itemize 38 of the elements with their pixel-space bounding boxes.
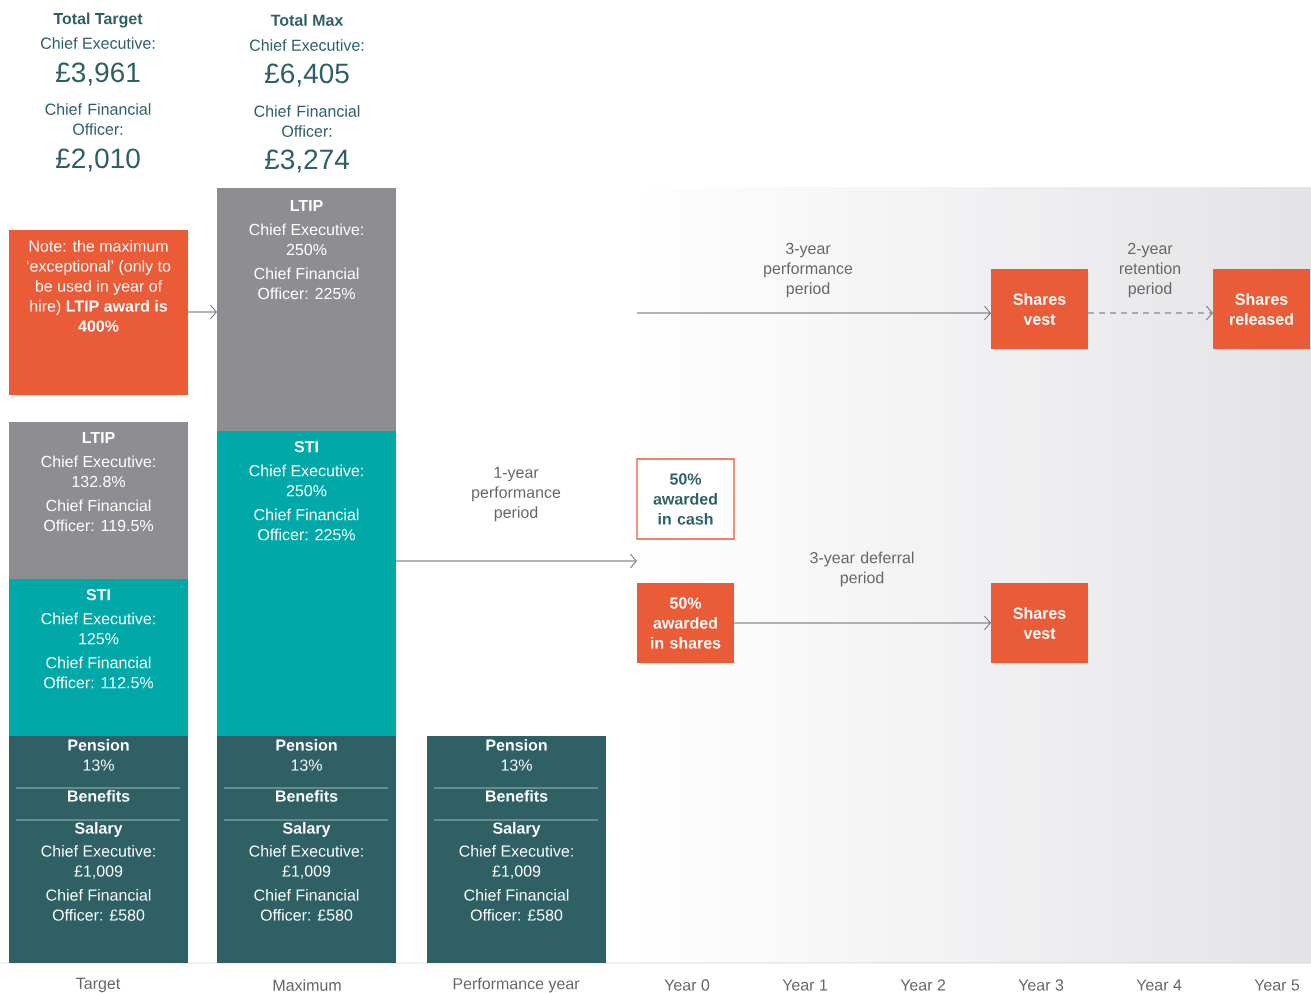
axis-label: Maximum xyxy=(273,979,341,991)
step-box: Shares released xyxy=(1213,269,1310,349)
step-box: 50% awarded in shares xyxy=(637,583,734,663)
step-box: Shares vest xyxy=(991,583,1088,663)
bar-segment: STI Chief Executive: 125% Chief Financial Officer: 112.5% xyxy=(9,579,188,736)
axis-label: Year 1 xyxy=(782,979,828,991)
label: Chief Financial Officer: xyxy=(45,103,151,135)
arrow xyxy=(636,305,991,321)
arrow xyxy=(395,553,637,569)
bar-segment: Pension 13% Benefits Salary Chief Executive: £1,009 Chief Financial Officer: £580 xyxy=(427,736,606,963)
axis-label: Year 5 xyxy=(1254,979,1300,991)
axis-label: Year 3 xyxy=(1018,979,1064,991)
amount: £6,405 xyxy=(265,63,349,87)
label: Chief Executive: xyxy=(250,39,364,51)
edge-label: 2-year retention period xyxy=(1119,242,1181,298)
heading: Total Max xyxy=(270,14,344,26)
note-box: Note: the maximum ‘exceptional’ (only to be used in year of hire) LTIP award is 400% xyxy=(9,230,188,395)
label: Chief Financial Officer: xyxy=(254,105,360,137)
arrow xyxy=(1087,305,1213,321)
bar-segment: Pension 13% Benefits Salary Chief Executive: £1,009 Chief Financial Officer: £580 xyxy=(9,736,188,963)
step-box: Shares vest xyxy=(991,269,1088,349)
label: Chief Executive: xyxy=(41,37,155,49)
amount: £3,961 xyxy=(56,62,140,86)
heading: Total Target xyxy=(53,12,143,28)
axis-label: Year 2 xyxy=(900,979,946,991)
bar-segment: LTIP Chief Executive: 132.8% Chief Financial Officer: 119.5% xyxy=(9,422,188,579)
edge-label: 1-year performance period xyxy=(472,466,561,522)
bar-segment: STI Chief Executive: 250% Chief Financial Officer: 225% xyxy=(217,431,396,736)
axis-label: Year 4 xyxy=(1136,979,1182,991)
bar-segment: Pension 13% Benefits Salary Chief Executive: £1,009 Chief Financial Officer: £580 xyxy=(217,736,396,963)
edge-label: 3-year deferral period xyxy=(810,551,914,587)
amount: £2,010 xyxy=(56,148,140,172)
arrow xyxy=(187,304,217,320)
bar-segment: LTIP Chief Executive: 250% Chief Financial Officer: 225% xyxy=(217,188,396,431)
step-box: 50% awarded in cash xyxy=(636,458,735,540)
arrow xyxy=(733,615,991,631)
axis-label: Year 0 xyxy=(664,979,710,991)
edge-label: 3-year performance period xyxy=(764,242,853,298)
